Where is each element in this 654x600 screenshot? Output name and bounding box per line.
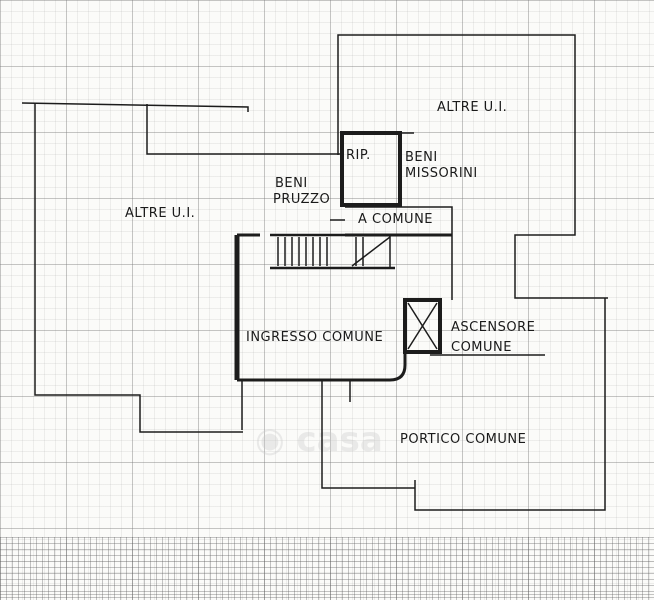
label-a-comune: A COMUNE	[358, 212, 434, 227]
wall-inner-rect	[146, 104, 340, 155]
label-ascensore-comune-1: ASCENSORE	[451, 320, 536, 335]
label-beni-pruzzo-2: PRUZZO	[273, 192, 331, 207]
elevator-shaft	[403, 298, 442, 354]
wall-altre-ui-left	[21, 102, 249, 112]
label-altre-ui-right: ALTRE U.I.	[437, 100, 508, 115]
watermark-logo: ◉ casa	[255, 420, 383, 460]
wall-altre-ui-right	[337, 34, 608, 299]
label-beni-pruzzo-1: BENI	[275, 176, 308, 191]
label-ascensore-comune-2: COMUNE	[451, 340, 512, 355]
label-portico-comune: PORTICO COMUNE	[400, 432, 527, 447]
rip-room	[340, 131, 402, 207]
label-beni-missorini-2: MISSORINI	[405, 166, 478, 181]
label-ingresso-comune: INGRESSO COMUNE	[246, 330, 384, 345]
wall-ingresso-bottom	[237, 300, 407, 382]
label-altre-ui-left: ALTRE U.I.	[125, 206, 196, 221]
wall-altre-ui-left-outer	[34, 103, 243, 433]
label-rip: RIP.	[346, 148, 371, 163]
wall-portico-left	[321, 380, 415, 489]
label-beni-missorini-1: BENI	[405, 150, 438, 165]
wall-portico	[414, 298, 606, 511]
corridor-a-comune	[345, 206, 453, 300]
dense-grid-strip	[0, 537, 654, 600]
staircase	[270, 233, 395, 270]
